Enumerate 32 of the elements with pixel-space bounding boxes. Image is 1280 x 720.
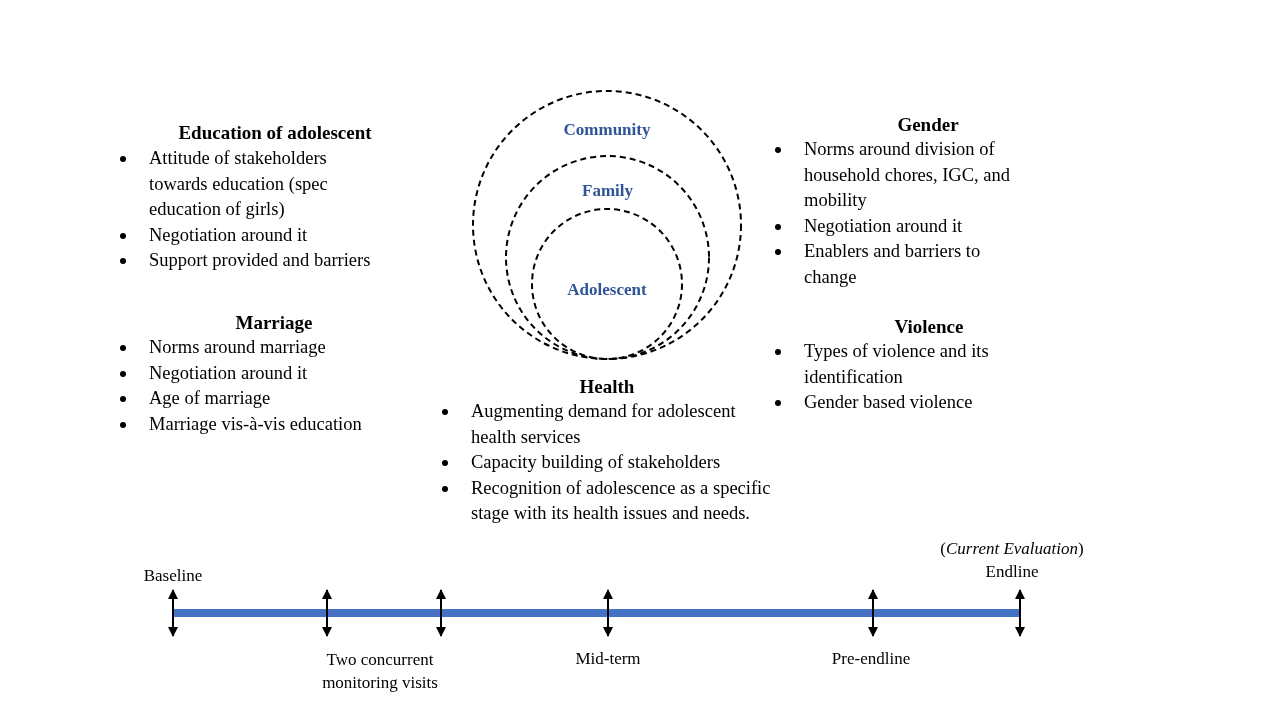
section-heading: Gender xyxy=(897,114,959,136)
timeline-label: Baseline xyxy=(143,565,203,587)
bullet-item: Gender based violence xyxy=(804,391,974,414)
bullet-item: Age of marriage xyxy=(149,387,272,410)
bullet-item: Support provided and barriers xyxy=(149,249,372,272)
dashed-circle xyxy=(472,90,742,360)
bullet-item: Negotiation around it xyxy=(149,361,309,385)
section-heading: Health xyxy=(579,376,635,398)
timeline-label: Pre-endline xyxy=(831,648,911,670)
bullet-item: Negotiation around it xyxy=(804,214,964,238)
bullet-item: Augmenting demand for adolescent health services xyxy=(471,400,737,449)
circle-label: Family xyxy=(582,181,633,201)
timeline-label: Endline xyxy=(985,561,1039,583)
section-heading: Education of adolescent xyxy=(178,122,372,144)
bullet-item: Negotiation around it xyxy=(149,223,309,247)
bullet-item: Norms around marriage xyxy=(149,336,327,359)
dashed-circle xyxy=(531,208,683,360)
note: (Current Evaluation) xyxy=(940,538,1084,560)
section-heading: Violence xyxy=(894,316,964,338)
bullet-item: Norms around division of household chores, IGC, and mobility xyxy=(804,138,1012,212)
bullet-item: Capacity building of stakeholders xyxy=(471,451,722,474)
bullet-item: Marriage vis-à-vis education xyxy=(149,412,363,436)
bullet-item: Attitude of stakeholders towards education (spec education of girls) xyxy=(149,147,329,221)
circle-label: Adolescent xyxy=(567,280,647,300)
bullet-item: Recognition of adolescence as a specific stage with its health issues and needs. xyxy=(471,476,772,525)
bullet-item: Enablers and barriers to change xyxy=(804,240,982,289)
dashed-circle xyxy=(505,155,710,360)
timeline-label: Mid-term xyxy=(575,648,641,670)
section-heading: Marriage xyxy=(235,312,313,334)
circle-label: Community xyxy=(563,120,651,140)
bullet-item: Types of violence and its identification xyxy=(804,340,990,389)
timeline-label: Two concurrent monitoring visits xyxy=(321,649,439,694)
